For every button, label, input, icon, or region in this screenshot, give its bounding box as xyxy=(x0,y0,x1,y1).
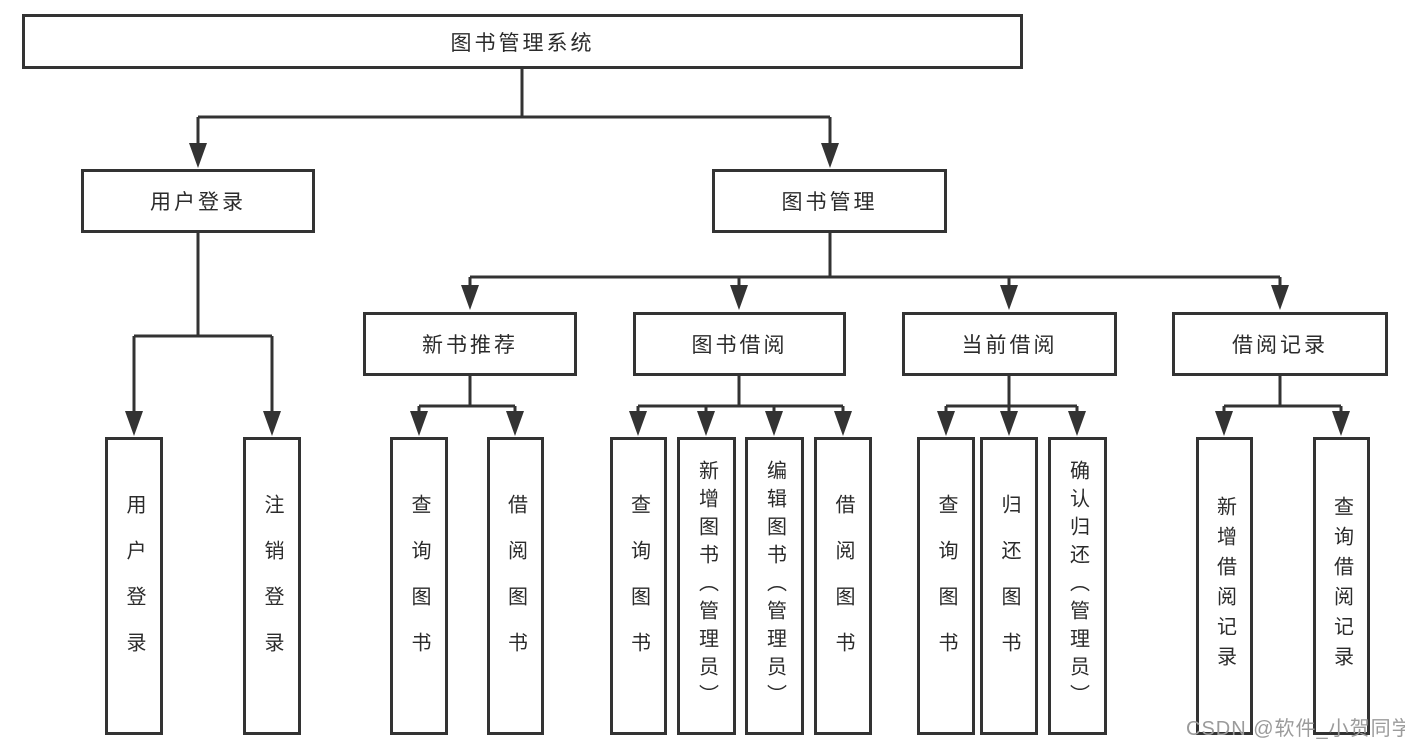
leaf-confirm-return-admin: 确认归还（管理员） xyxy=(1048,437,1107,735)
leaf-label: 查询图书 xyxy=(935,494,957,678)
leaf-user-login: 用户登录 xyxy=(105,437,163,735)
leaf-return-books: 归还图书 xyxy=(980,437,1038,735)
leaf-query-books-recommend: 查询图书 xyxy=(390,437,448,735)
leaf-label: 归还图书 xyxy=(998,494,1020,678)
leaf-label: 编辑图书（管理员） xyxy=(763,460,786,712)
node-current-borrowing: 当前借阅 xyxy=(902,312,1117,376)
node-book-borrowing: 图书借阅 xyxy=(633,312,846,376)
leaf-add-borrowing-record: 新增借阅记录 xyxy=(1196,437,1253,735)
leaf-label: 查询图书 xyxy=(408,494,430,678)
node-library-management-system: 图书管理系统 xyxy=(22,14,1023,69)
leaf-label: 查询图书 xyxy=(627,494,650,678)
leaf-label: 查询借阅记录 xyxy=(1330,496,1353,676)
leaf-borrow-books-borrowing: 借阅图书 xyxy=(814,437,872,735)
leaf-label: 借阅图书 xyxy=(504,494,527,678)
arrowheads xyxy=(125,143,1350,436)
node-borrowing-records: 借阅记录 xyxy=(1172,312,1388,376)
leaf-borrow-books-recommend: 借阅图书 xyxy=(487,437,544,735)
leaf-label: 新增图书（管理员） xyxy=(695,460,718,712)
watermark: CSDN @软件_小贺同学 xyxy=(1186,718,1405,740)
leaf-label: 借阅图书 xyxy=(832,494,854,678)
leaf-edit-book-admin: 编辑图书（管理员） xyxy=(745,437,804,735)
leaf-label: 用户登录 xyxy=(123,494,145,678)
leaf-query-books-current: 查询图书 xyxy=(917,437,975,735)
leaf-add-book-admin: 新增图书（管理员） xyxy=(677,437,736,735)
leaf-logout-login: 注销登录 xyxy=(243,437,301,735)
leaf-query-borrowing-record: 查询借阅记录 xyxy=(1313,437,1370,735)
node-book-management: 图书管理 xyxy=(712,169,947,233)
leaf-label: 注销登录 xyxy=(261,494,283,678)
leaf-label: 确认归还（管理员） xyxy=(1066,460,1089,712)
node-new-book-recommendation: 新书推荐 xyxy=(363,312,577,376)
leaf-label: 新增借阅记录 xyxy=(1213,496,1236,676)
node-user-login: 用户登录 xyxy=(81,169,315,233)
leaf-query-books-borrowing: 查询图书 xyxy=(610,437,667,735)
